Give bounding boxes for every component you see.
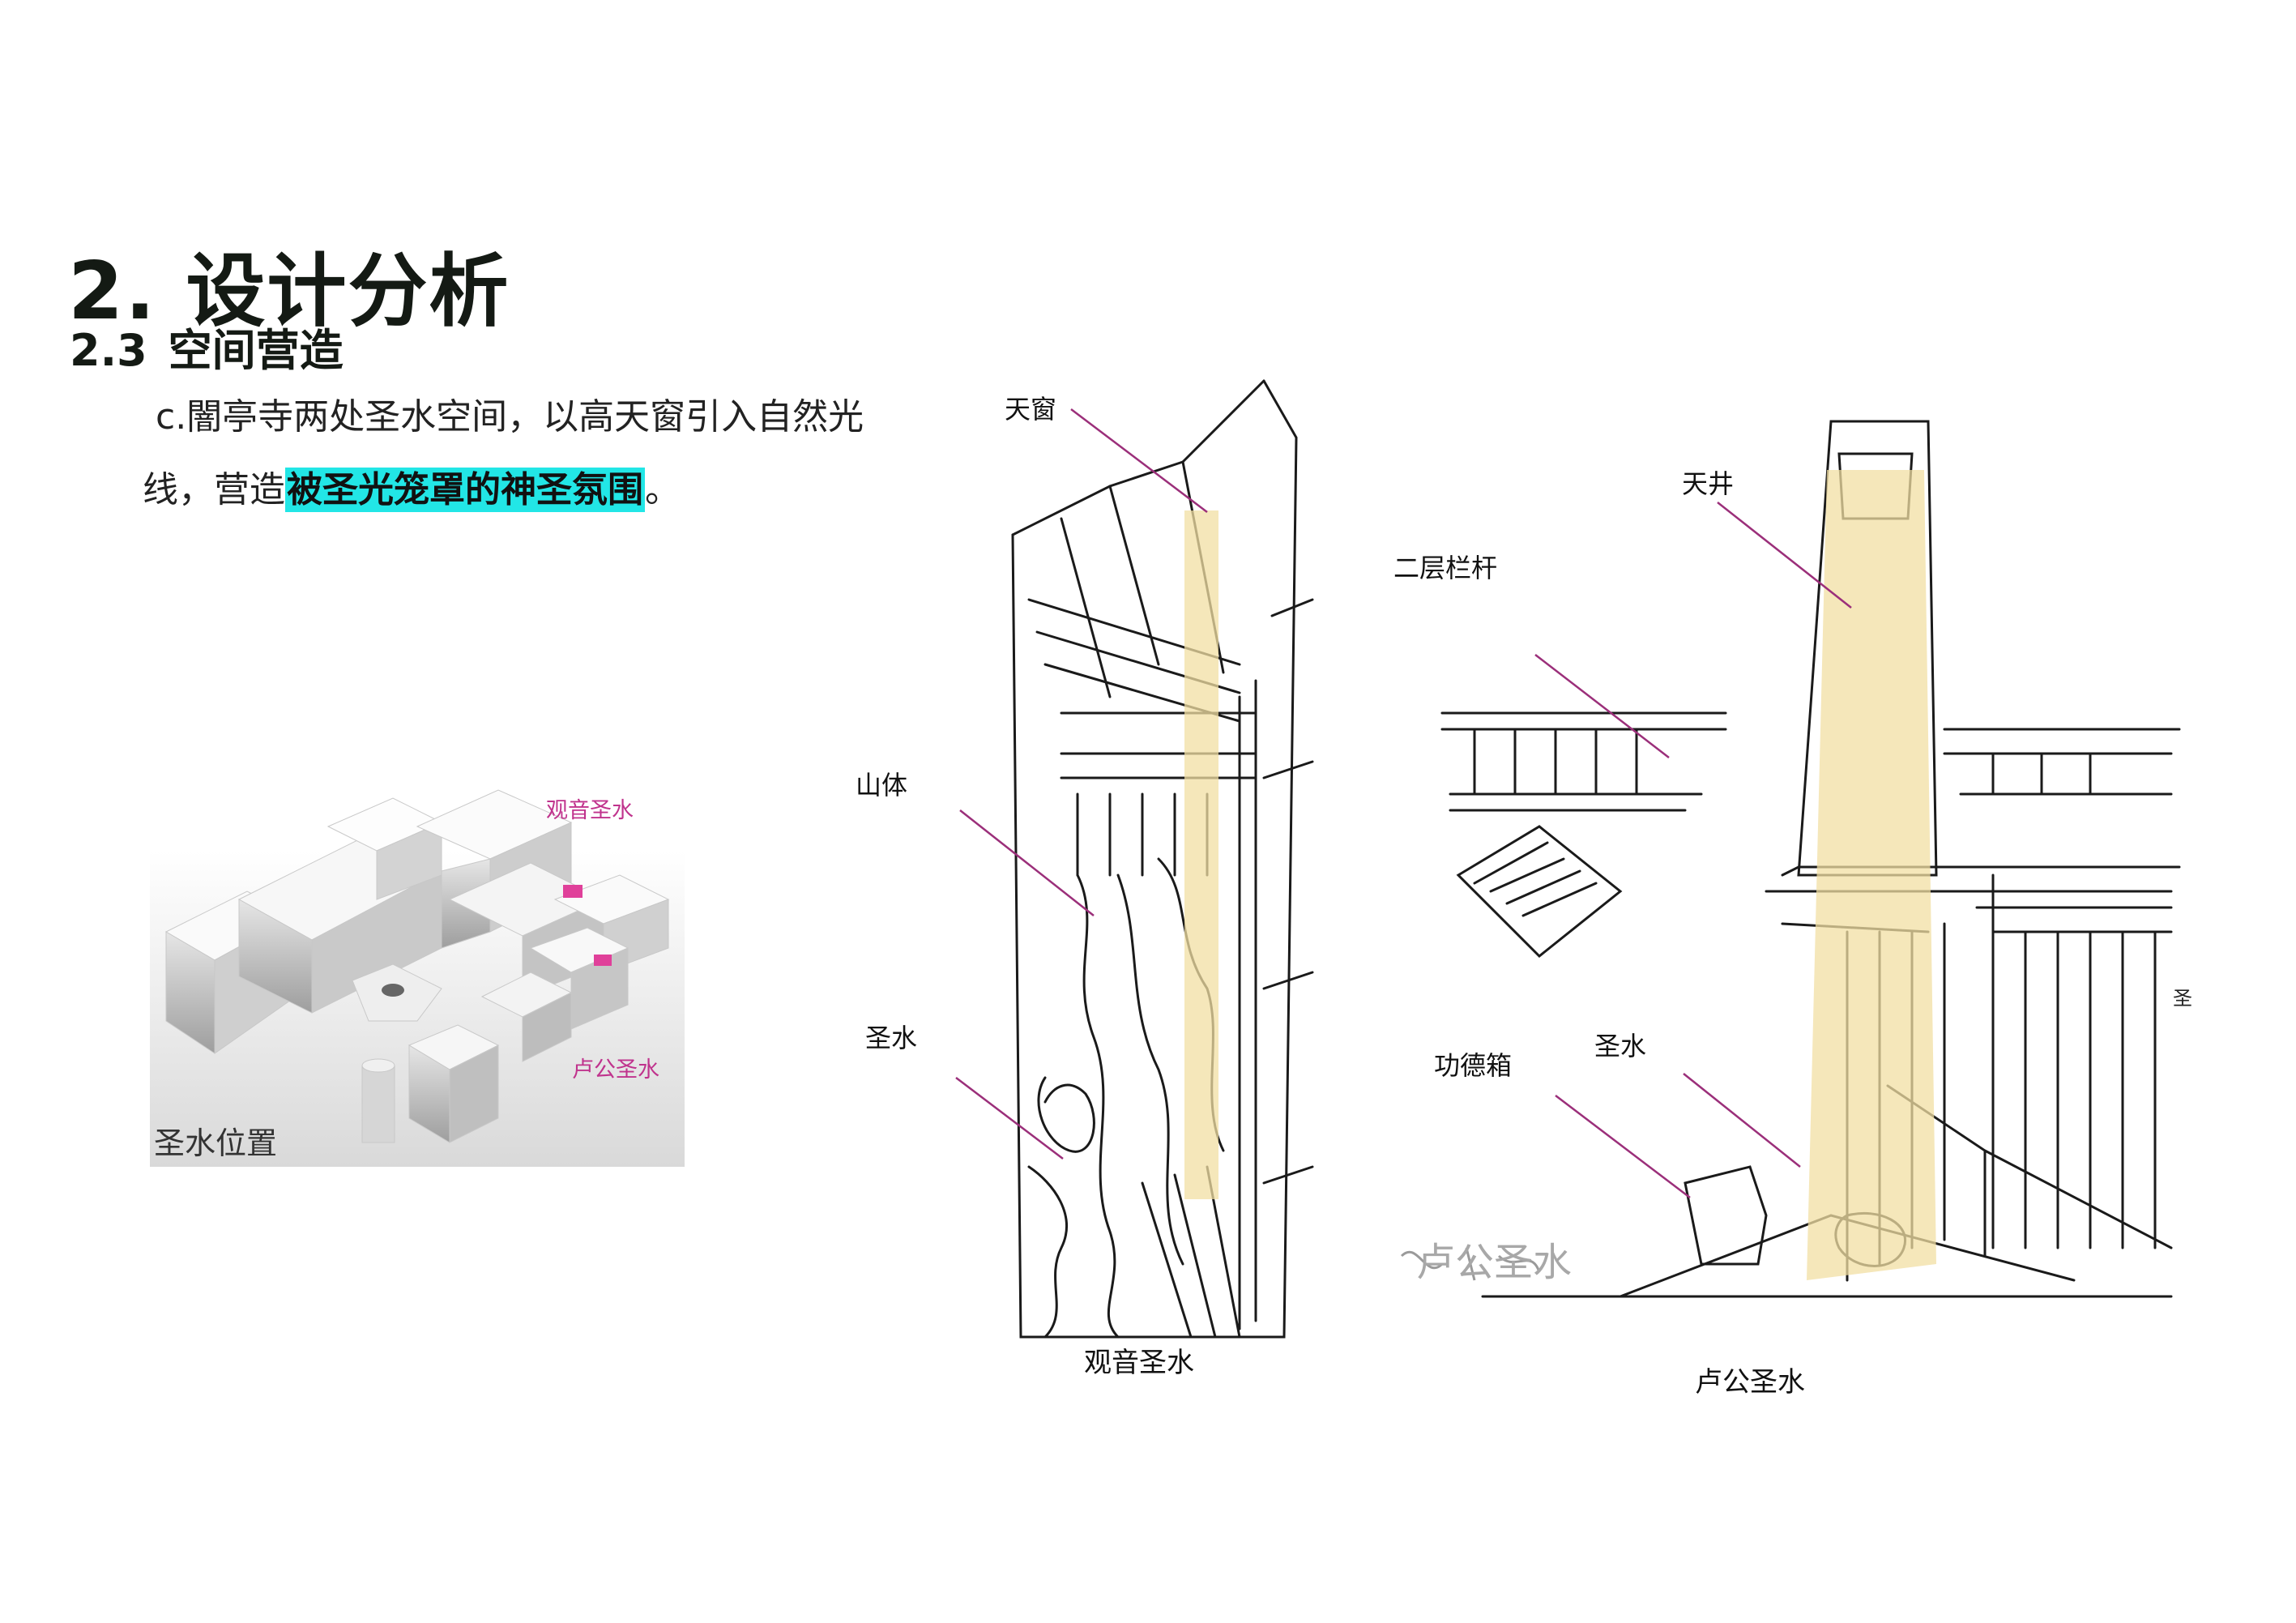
annotation-courtyard: 天井 [1682,468,1735,499]
paragraph-suffix: 。 [645,469,681,510]
annotation-holy-water-left: 圣水 [865,1023,918,1053]
leader-line [1534,654,1670,758]
leader-line [955,1077,1064,1160]
annotation-donation-box: 功德箱 [1434,1050,1513,1081]
paragraph-prefix: 线，营造 [143,469,285,510]
leader-line [1070,408,1208,513]
highlighted-phrase: 被圣光笼罩的神圣氛围 [285,468,645,512]
leader-line [1683,1073,1801,1168]
annotation-mountain: 山体 [856,770,908,801]
leader-line [1555,1095,1691,1198]
massing-model-image [150,789,685,1167]
caption-lugong: 卢公圣水 [1695,1366,1805,1399]
paragraph-line-2: 线，营造被圣光笼罩的神圣氛围。 [143,460,681,512]
section-heading: 2.3 空间营造 [70,314,344,378]
section-number: 2.3 [70,325,147,376]
caption-guanyin: 观音圣水 [1084,1347,1194,1379]
leader-line [1717,502,1852,609]
paragraph-line-1: c.闇亭寺两处圣水空间，以高天窗引入自然光 [156,396,864,438]
sketch-lugong [1400,420,2181,1298]
leader-line [959,809,1095,916]
model-caption: 圣水位置 [154,1125,278,1161]
annotation-skylight: 天窗 [1005,394,1057,425]
section-title: 空间营造 [168,325,344,376]
handwritten-caption: 卢公圣水 [1416,1240,1573,1285]
label-guanyin: 观音圣水 [546,798,634,823]
page-title: 2. 设计分析 [68,246,510,338]
annotation-holy-water-right: 圣水 [1594,1031,1647,1061]
label-lugong: 卢公圣水 [572,1057,659,1083]
sketch-guanyin [1011,379,1314,1339]
edge-character: 圣 [2173,987,2192,1010]
annotation-railing: 二层栏杆 [1393,553,1498,583]
